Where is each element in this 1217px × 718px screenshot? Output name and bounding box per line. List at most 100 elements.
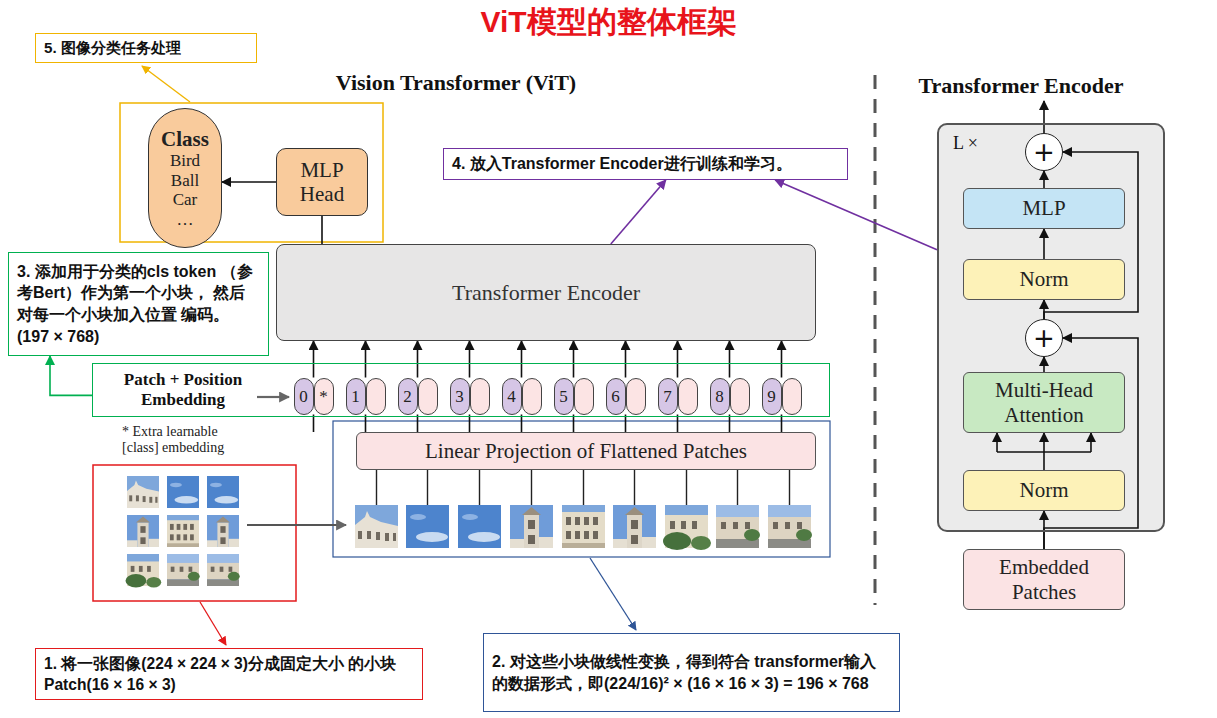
node-label: MLP — [1022, 196, 1065, 220]
image-patch — [663, 505, 711, 550]
output-heading: Class — [161, 127, 209, 151]
token-embedding: 5 — [554, 378, 594, 415]
token-index: 0 — [299, 388, 308, 405]
connector-trunk — [1043, 452, 1045, 470]
connector — [677, 415, 679, 433]
embedding-band: Patch + Position Embedding0*123456789 — [92, 363, 830, 417]
norm-box: Norm — [963, 470, 1125, 511]
image-patch — [613, 505, 656, 548]
token-index: 4 — [507, 388, 516, 405]
node-label: + — [1033, 139, 1055, 165]
token-embedding: 3 — [450, 378, 490, 415]
token-embedding: 7 — [658, 378, 698, 415]
token-embedding: 4 — [502, 378, 542, 415]
attention-box: Multi-Head Attention — [963, 372, 1125, 433]
image-patch — [207, 515, 239, 547]
feed-line — [479, 470, 480, 505]
panel-heading: Vision Transformer (ViT) — [256, 70, 656, 96]
connector — [1044, 338, 1138, 549]
image-patch — [510, 505, 553, 548]
feed-line — [583, 470, 584, 505]
leader-line — [200, 602, 226, 645]
feed-line — [737, 470, 738, 505]
connector — [677, 341, 679, 378]
token-pill: 5 — [554, 378, 574, 415]
connector — [365, 415, 367, 433]
encoder-block-fill — [937, 123, 1165, 532]
callout-box: 2. 对这些小块做线性变换，得到符合 transformer输入的数据形式，即(… — [483, 633, 900, 712]
connector — [50, 356, 92, 395]
mlp-box: MLP — [963, 188, 1125, 229]
node-label: Norm — [1020, 478, 1069, 502]
add-circle: + — [1025, 319, 1063, 357]
highlight-frame — [93, 465, 296, 601]
token-index: 5 — [559, 388, 568, 405]
position-pill — [574, 378, 594, 415]
node-label: Norm — [1020, 267, 1069, 291]
node-label: + — [1033, 325, 1055, 351]
class-marker: * — [319, 388, 328, 405]
class-output: ClassBird Ball Car … — [148, 108, 222, 248]
encoder-box: Transformer Encoder — [276, 244, 816, 341]
projection-box: Linear Projection of Flattened Patches — [356, 432, 816, 470]
image-patch — [167, 554, 200, 586]
token-pill: 0 — [294, 378, 314, 415]
fork-connector — [997, 433, 1091, 470]
image-patch — [127, 476, 159, 508]
leader-line — [590, 558, 636, 630]
connector — [521, 341, 523, 378]
block-heading: Transformer Encoder — [909, 73, 1133, 99]
connector — [573, 341, 575, 378]
position-pill: * — [314, 378, 334, 415]
highlight-frame — [333, 421, 830, 557]
position-pill — [522, 378, 542, 415]
callout-box: 4. 放入Transformer Encoder进行训练和学习。 — [443, 148, 848, 180]
connector — [313, 415, 315, 433]
connector — [625, 415, 627, 433]
token-index: 8 — [715, 388, 724, 405]
node-label: Embedded Patches — [970, 555, 1118, 603]
flow-arrow — [247, 524, 346, 526]
token-pill: 7 — [658, 378, 678, 415]
connector — [775, 180, 937, 250]
callout-box: 3. 添加用于分类的cls token （参考Bert）作为第一个小块， 然后对… — [8, 252, 269, 356]
norm-box: Norm — [963, 259, 1125, 300]
leader-line — [142, 66, 190, 102]
connector — [313, 341, 315, 378]
token-index: 1 — [351, 388, 360, 405]
band-label: Patch + Position Embedding — [105, 370, 261, 409]
feed-line — [634, 470, 635, 505]
image-patch — [167, 476, 199, 508]
feed-line — [427, 470, 428, 505]
image-patch — [127, 515, 159, 547]
patch-feed-lines — [377, 470, 790, 505]
output-arrow — [1043, 101, 1045, 133]
image-patch — [768, 505, 812, 548]
token-pill: 3 — [450, 378, 470, 415]
image-patch — [207, 554, 240, 586]
token-pill: 8 — [710, 378, 730, 415]
node-label: 5. 图像分类任务处理 — [44, 38, 181, 59]
connector — [417, 415, 419, 433]
position-pill — [626, 378, 646, 415]
connector — [222, 181, 276, 183]
connector — [729, 341, 731, 378]
position-pill — [418, 378, 438, 415]
encoder-block: Transformer EncoderL ×+MLPNorm+Multi-Hea… — [937, 123, 1165, 532]
flow-arrow — [257, 396, 289, 398]
footnote: * Extra learnable [class] embedding — [122, 424, 257, 456]
connector — [781, 341, 783, 378]
connector — [611, 180, 666, 244]
node-label: Transformer Encoder — [452, 280, 640, 305]
callout-box: 5. 图像分类任务处理 — [35, 33, 257, 63]
connector — [729, 415, 731, 433]
image-patch — [167, 515, 199, 547]
feed-line — [531, 470, 532, 505]
token-embedding: 0* — [294, 378, 334, 415]
input-box: Embedded Patches — [963, 549, 1125, 610]
node-label: MLP Head — [283, 158, 361, 206]
token-embedding: 1 — [346, 378, 386, 415]
image-patch — [126, 554, 162, 587]
token-index: 7 — [663, 388, 672, 405]
